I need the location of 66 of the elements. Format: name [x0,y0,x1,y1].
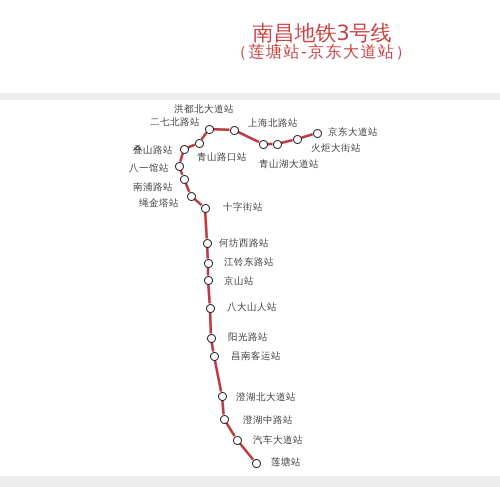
station-circle [204,124,214,134]
route-line [300,133,314,139]
station-circle [258,140,268,148]
route-line [204,212,208,239]
station-label: 青山湖大道站 [259,159,319,171]
station-circle [174,162,184,170]
station-circle [206,304,214,312]
route-line [179,152,184,162]
station-label: 青山路口站 [197,152,247,164]
station-label: 昌南客运站 [231,351,281,363]
route-line [221,400,225,415]
station-circle [210,352,218,360]
station-circle [204,258,212,268]
station-label: 十字街站 [223,202,263,214]
station-label: 八大山人站 [227,302,277,314]
station-label: 南浦路站 [133,182,173,194]
route-line [208,312,212,334]
route-line [237,130,260,144]
station-label: 叠山路站 [133,145,173,157]
station-label: 澄湖中路站 [243,415,293,427]
station-circle [232,436,242,444]
station-circle [252,458,260,468]
station-label: 何坊西路站 [219,238,269,250]
station-label: 二七北路站 [150,117,200,129]
subtitle: （莲塘站-京东大道站） [230,42,414,62]
station-circle [206,334,216,342]
route-line [214,360,222,392]
title: 南昌地铁3号线 [252,20,392,45]
route-line [238,442,254,460]
station-circle [194,138,204,148]
station-circle [230,126,238,134]
route-line [194,198,202,206]
route-line [268,142,272,146]
station-circle [292,134,302,144]
route-line [184,182,190,192]
station-circle [218,392,226,400]
route-line [200,132,208,140]
station-label: 阳光路站 [228,332,268,344]
station-circle [202,238,212,248]
station-label: 汽车大道站 [253,435,303,447]
station-circle [186,192,196,200]
station-circle [220,414,228,424]
station-label: 八一馆站 [129,163,169,175]
route-line [206,268,210,276]
route-line [206,247,210,259]
station-circle [272,140,282,148]
station-label: 火炬大街站 [311,143,361,155]
station-label: 澄湖北大道站 [236,392,296,404]
route-line [188,143,196,149]
station-circle [204,276,212,284]
route-line [207,284,211,304]
station-label: 洪都北大道站 [174,104,234,116]
station-circle [180,174,188,184]
route-line [225,422,236,437]
station-label: 江铃东路站 [224,257,274,269]
route-line [213,128,230,132]
station-label: 绳金塔站 [139,198,179,210]
station-circle [180,144,188,154]
station-circle [200,204,210,212]
station-label: 京山站 [224,276,254,288]
station-label: 上海北路站 [248,118,298,130]
route-line [210,342,215,352]
route-line [281,138,293,144]
station-circle [312,128,322,138]
station-label: 莲塘站 [271,457,301,469]
station-label: 京东大道站 [328,127,378,139]
